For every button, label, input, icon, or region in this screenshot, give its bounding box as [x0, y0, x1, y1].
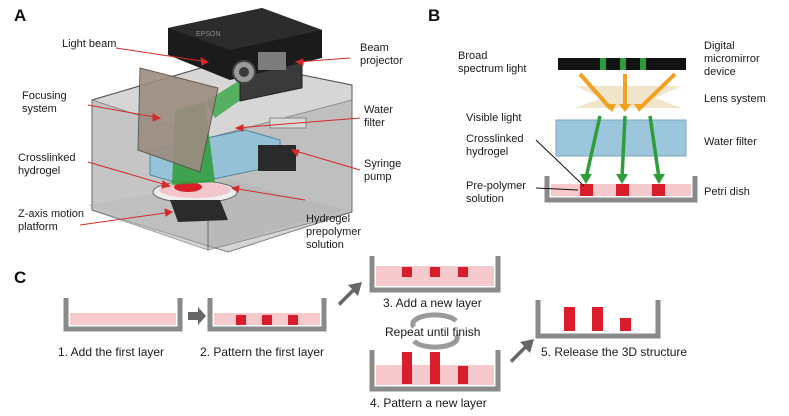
- block-s2-3: [288, 315, 298, 325]
- label-system: system: [22, 103, 57, 115]
- label-broad: Broad: [458, 50, 488, 62]
- label-z-axis: Z-axis motion: [18, 208, 85, 220]
- dish-step3: [369, 256, 501, 293]
- label-platform: platform: [18, 221, 58, 233]
- label-water-a: Water: [364, 104, 393, 116]
- label-petri-dish: Petri dish: [704, 186, 750, 198]
- label-visible-light: Visible light: [466, 112, 522, 124]
- label-lens-system: Lens system: [704, 93, 766, 105]
- label-crosslinked-a: Crosslinked: [18, 152, 76, 164]
- label-hydrogel-a: hydrogel: [18, 165, 61, 177]
- dish-step5: [535, 300, 661, 339]
- arrow-1-2: [188, 307, 206, 325]
- repeat-arrows: [410, 312, 458, 329]
- label-filter-a: filter: [364, 117, 385, 129]
- arrow-4-5: [510, 339, 534, 363]
- panel-letter-c: C: [14, 268, 27, 287]
- z-axis-platform: [170, 200, 228, 222]
- focusing-mirror: [137, 67, 219, 173]
- step-2-label: 2. Pattern the first layer: [200, 345, 325, 359]
- label-focusing: Focusing: [22, 90, 67, 102]
- step-4-label: 4. Pattern a new layer: [370, 396, 487, 410]
- label-micromirror: micromirror: [704, 53, 760, 65]
- label-solution-b: solution: [466, 193, 504, 205]
- block-s2-2: [262, 315, 272, 325]
- projector-brand: EPSON: [196, 31, 221, 38]
- block-s3-1: [402, 267, 412, 277]
- label-syringe: Syringe: [364, 158, 402, 170]
- panel-letter-b: B: [428, 6, 441, 25]
- water-filter-b: [555, 119, 687, 157]
- petri-dish-b: [544, 176, 698, 203]
- label-digital: Digital: [704, 40, 735, 52]
- label-hydrogel-b2: hydrogel: [466, 146, 509, 158]
- label-beam: Beam: [360, 42, 389, 54]
- crosslinked-hydrogel-a: [174, 182, 202, 192]
- dish-step1: [63, 298, 183, 332]
- label-spectrum: spectrum light: [458, 63, 527, 75]
- block-s2-1: [236, 315, 246, 325]
- dish-step2: [207, 298, 327, 332]
- label-water-filter-b: Water filter: [704, 136, 757, 148]
- hydrogel-block-b2: [616, 184, 629, 196]
- label-light-beam: Light beam: [62, 38, 117, 50]
- hydrogel-block-b1: [580, 184, 593, 196]
- arrow-2-3: [338, 282, 362, 306]
- block-s3-3: [458, 267, 468, 277]
- dish-step4: [369, 350, 501, 392]
- block-s4-1: [402, 352, 412, 384]
- block-s3-2: [430, 267, 440, 277]
- label-solution-a: solution: [306, 239, 344, 251]
- panel-letter-a: A: [14, 6, 27, 25]
- block-s4-2: [430, 352, 440, 384]
- hydrogel-block-b3: [652, 184, 665, 196]
- repeat-label: Repeat until finish: [385, 325, 481, 339]
- step-3-label: 3. Add a new layer: [383, 296, 482, 310]
- step-1-label: 1. Add the first layer: [58, 345, 165, 359]
- label-device: device: [704, 66, 736, 78]
- block-s5-1: [564, 307, 575, 331]
- label-crosslinked-b: Crosslinked: [466, 133, 524, 145]
- label-hydrogel-b: Hydrogel: [306, 213, 351, 225]
- step-5-label: 5. Release the 3D structure: [541, 345, 688, 359]
- label-pump: pump: [364, 171, 392, 183]
- block-s5-2: [592, 307, 603, 331]
- block-s5-3: [620, 318, 631, 331]
- label-prepolymer: prepolymer: [306, 226, 362, 238]
- label-projector: projector: [360, 55, 403, 67]
- label-pre-polymer: Pre-polymer: [466, 180, 526, 192]
- block-s4-3: [458, 366, 468, 384]
